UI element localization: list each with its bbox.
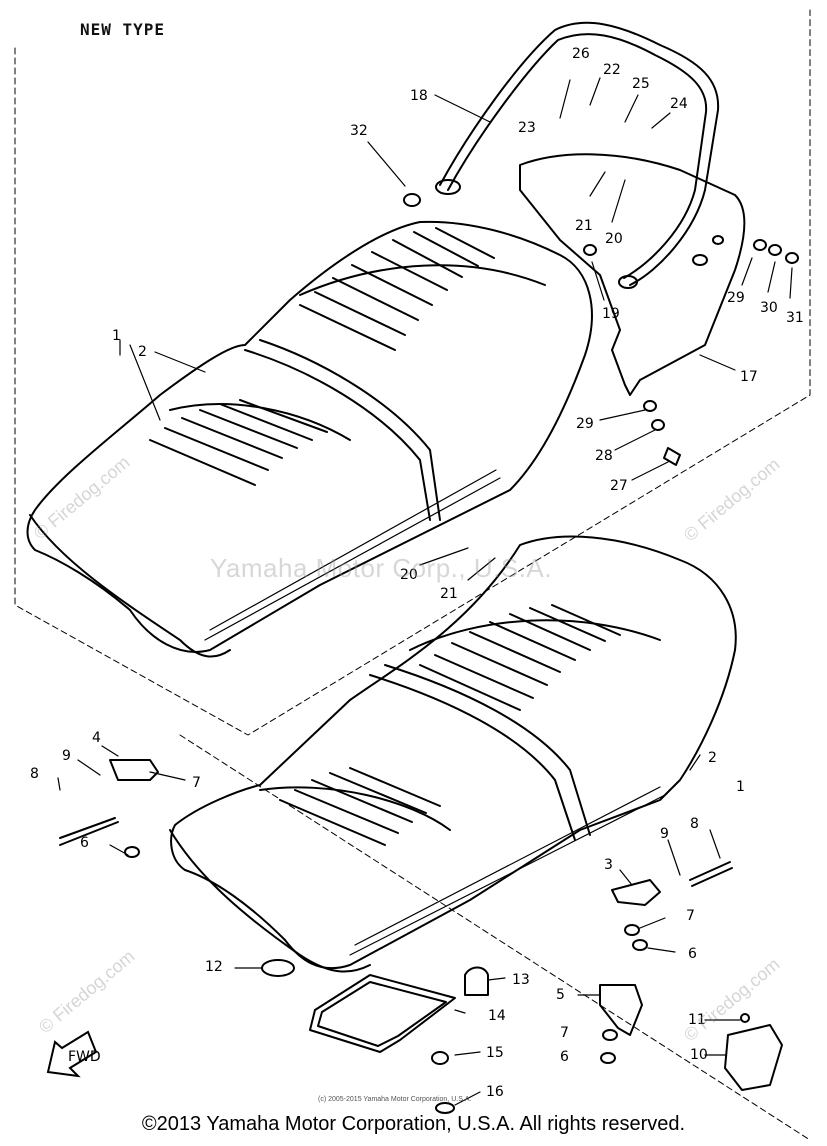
base-plate-14 (309, 974, 456, 1053)
pin-8 (59, 817, 119, 846)
part-label-21: 21 (575, 218, 593, 234)
part-label-14: 14 (488, 1008, 506, 1024)
part-label-16: 16 (486, 1084, 504, 1100)
part-label-12: 12 (205, 959, 223, 975)
part-label-11: 11 (688, 1012, 706, 1028)
part-label-4: 4 (92, 730, 101, 746)
part-label-20: 20 (605, 231, 623, 247)
lock-5 (599, 984, 643, 1036)
hinge-4 (109, 759, 159, 781)
diagram-title: NEW TYPE (80, 20, 166, 39)
part-label-19: 19 (602, 306, 620, 322)
bracket-17 (519, 153, 746, 396)
part-label-1: 1 (112, 328, 121, 344)
part-label-2: 2 (138, 344, 147, 360)
watermark-yamaha: Yamaha Motor Corp., U.S.A. (210, 553, 552, 583)
part-label-15: 15 (486, 1045, 504, 1061)
part-label-29: 29 (576, 416, 594, 432)
part-label-1: 1 (736, 779, 745, 795)
boundary-line (14, 9, 811, 736)
fwd-label: FWD (68, 1049, 101, 1065)
part-label-24: 24 (670, 96, 688, 112)
part-label-9: 9 (62, 748, 71, 764)
hinge-3 (611, 879, 661, 906)
bracket-10 (724, 1024, 783, 1091)
grab-rail (447, 33, 708, 279)
part-label-7: 7 (686, 908, 695, 924)
lower-seat (170, 535, 737, 970)
upper-seat (26, 220, 593, 653)
pin-8 (689, 861, 733, 887)
part-label-22: 22 (603, 62, 621, 78)
copyright-footer: ©2013 Yamaha Motor Corporation, U.S.A. A… (141, 1113, 686, 1135)
rail-end (618, 275, 638, 289)
part-label-8: 8 (690, 816, 699, 832)
part-label-7: 7 (560, 1025, 569, 1041)
part-label-32: 32 (350, 123, 368, 139)
part-label-10: 10 (690, 1047, 708, 1063)
fwd-arrow (46, 1030, 98, 1078)
part-label-6: 6 (688, 946, 697, 962)
part-label-3: 3 (604, 857, 613, 873)
part-label-30: 30 (760, 300, 778, 316)
part-label-18: 18 (410, 88, 428, 104)
part-label-23: 23 (518, 120, 536, 136)
part-label-2: 2 (708, 750, 717, 766)
rail-end (435, 179, 461, 195)
part-label-6: 6 (560, 1049, 569, 1065)
part-label-20: 20 (400, 567, 418, 583)
part-label-5: 5 (556, 987, 565, 1003)
part-label-17: 17 (740, 369, 758, 385)
grab-rail (439, 21, 720, 286)
part-label-28: 28 (595, 448, 613, 464)
part-label-7: 7 (192, 775, 201, 791)
small-copyright: (c) 2005-2015 Yamaha Motor Corporation, … (318, 1096, 472, 1103)
part-label-29: 29 (727, 290, 745, 306)
part-labels: 1218322622252324212029303119172928272021… (30, 46, 804, 1100)
part-label-6: 6 (80, 835, 89, 851)
part-label-9: 9 (660, 826, 669, 842)
part-label-8: 8 (30, 766, 39, 782)
part-label-13: 13 (512, 972, 530, 988)
part-label-25: 25 (632, 76, 650, 92)
part-label-26: 26 (572, 46, 590, 62)
part-label-31: 31 (786, 310, 804, 326)
part-label-21: 21 (440, 586, 458, 602)
part-label-27: 27 (610, 478, 628, 494)
